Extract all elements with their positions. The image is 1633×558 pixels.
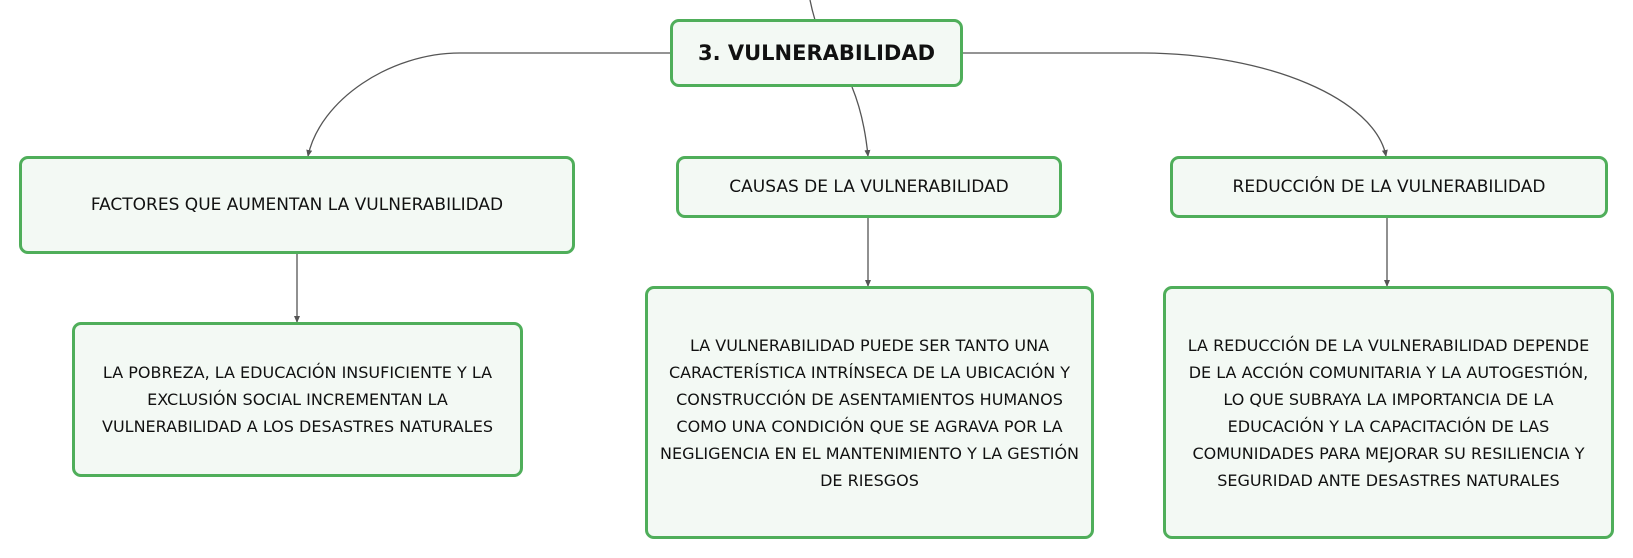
root-node-label: 3. VULNERABILIDAD xyxy=(697,41,936,65)
detail-line: CONSTRUCCIÓN DE ASENTAMIENTOS HUMANOS xyxy=(676,389,1063,409)
detail-node-reduccion[interactable]: LA REDUCCIÓN DE LA VULNERABILIDAD DEPEND… xyxy=(1163,286,1614,539)
detail-line: LO QUE SUBRAYA LA IMPORTANCIA DE LA xyxy=(1223,389,1554,409)
detail-line: SEGURIDAD ANTE DESASTRES NATURALES xyxy=(1217,470,1560,490)
detail-line: EDUCACIÓN Y LA CAPACITACIÓN DE LAS xyxy=(1227,416,1550,436)
detail-line: LA REDUCCIÓN DE LA VULNERABILIDAD DEPEND… xyxy=(1187,335,1590,355)
branch-node-label: FACTORES QUE AUMENTAN LA VULNERABILIDAD xyxy=(90,195,504,215)
branch-node-causas[interactable]: CAUSAS DE LA VULNERABILIDAD xyxy=(676,156,1062,218)
detail-line: COMUNIDADES PARA MEJORAR SU RESILIENCIA … xyxy=(1192,443,1585,463)
branch-node-reduccion[interactable]: REDUCCIÓN DE LA VULNERABILIDAD xyxy=(1170,156,1608,218)
detail-line: LA VULNERABILIDAD PUEDE SER TANTO UNA xyxy=(689,335,1050,355)
detail-line: CARACTERÍSTICA INTRÍNSECA DE LA UBICACIÓ… xyxy=(668,362,1071,382)
branch-node-label: CAUSAS DE LA VULNERABILIDAD xyxy=(729,177,1009,197)
connector-root-causas xyxy=(851,86,871,157)
detail-line: DE LA ACCIÓN COMUNITARIA Y LA AUTOGESTIÓ… xyxy=(1188,362,1589,382)
root-node[interactable]: 3. VULNERABILIDAD xyxy=(670,19,963,87)
detail-line: VULNERABILIDAD A LOS DESASTRES NATURALES xyxy=(102,417,493,436)
detail-line: DE RIESGOS xyxy=(820,470,919,490)
connector-root-reduccion xyxy=(963,52,1388,157)
detail-text: LA REDUCCIÓN DE LA VULNERABILIDAD DEPEND… xyxy=(1188,332,1589,494)
branch-node-label: REDUCCIÓN DE LA VULNERABILIDAD xyxy=(1232,177,1546,197)
detail-line: NEGLIGENCIA EN EL MANTENIMIENTO Y LA GES… xyxy=(659,443,1079,463)
detail-text: LA POBREZA, LA EDUCACIÓN INSUFICIENTE Y … xyxy=(102,359,493,440)
detail-line: EXCLUSIÓN SOCIAL INCREMENTAN LA xyxy=(147,390,448,409)
connector-incoming xyxy=(809,0,816,21)
detail-text: LA VULNERABILIDAD PUEDE SER TANTO UNA CA… xyxy=(660,332,1079,494)
detail-node-causas[interactable]: LA VULNERABILIDAD PUEDE SER TANTO UNA CA… xyxy=(645,286,1094,539)
connector-root-factores xyxy=(306,52,670,157)
branch-node-factores[interactable]: FACTORES QUE AUMENTAN LA VULNERABILIDAD xyxy=(19,156,575,254)
detail-line: LA POBREZA, LA EDUCACIÓN INSUFICIENTE Y … xyxy=(102,363,493,382)
detail-node-factores[interactable]: LA POBREZA, LA EDUCACIÓN INSUFICIENTE Y … xyxy=(72,322,523,477)
detail-line: COMO UNA CONDICIÓN QUE SE AGRAVA POR LA xyxy=(676,416,1063,436)
